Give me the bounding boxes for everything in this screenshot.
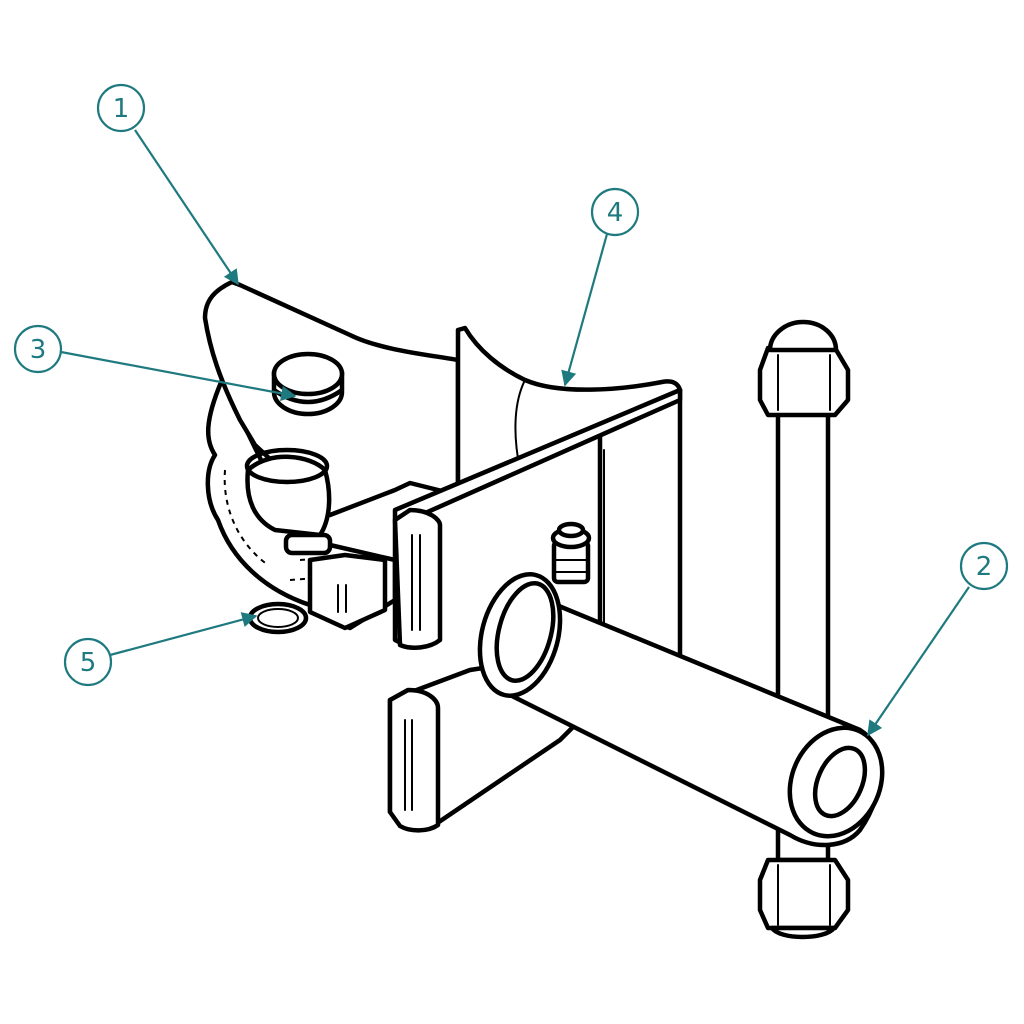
callout-label-1: 1 xyxy=(113,94,130,124)
leader-lines xyxy=(60,129,970,737)
horizontal-pipe xyxy=(477,521,885,848)
callout-balloon-3: 3 xyxy=(13,324,63,374)
roller xyxy=(244,447,333,556)
leader-5 xyxy=(109,612,258,657)
callout-balloon-4: 4 xyxy=(590,187,640,237)
callout-balloon-2: 2 xyxy=(959,541,1009,591)
leader-4 xyxy=(561,233,609,387)
ring xyxy=(247,601,309,635)
grease-nipple xyxy=(550,521,592,585)
clamp-bracket xyxy=(202,279,461,631)
pin-head xyxy=(271,351,345,417)
callout-label-2: 2 xyxy=(976,552,993,582)
cradle-bracket xyxy=(387,325,683,833)
leader-2 xyxy=(867,586,970,737)
leader-1 xyxy=(134,129,239,286)
callout-balloon-5: 5 xyxy=(63,637,113,687)
callout-label-3: 3 xyxy=(30,335,47,365)
leader-3 xyxy=(60,350,297,402)
callout-label-4: 4 xyxy=(607,198,624,228)
callout-balloon-1: 1 xyxy=(96,83,146,133)
callout-label-5: 5 xyxy=(80,648,97,678)
